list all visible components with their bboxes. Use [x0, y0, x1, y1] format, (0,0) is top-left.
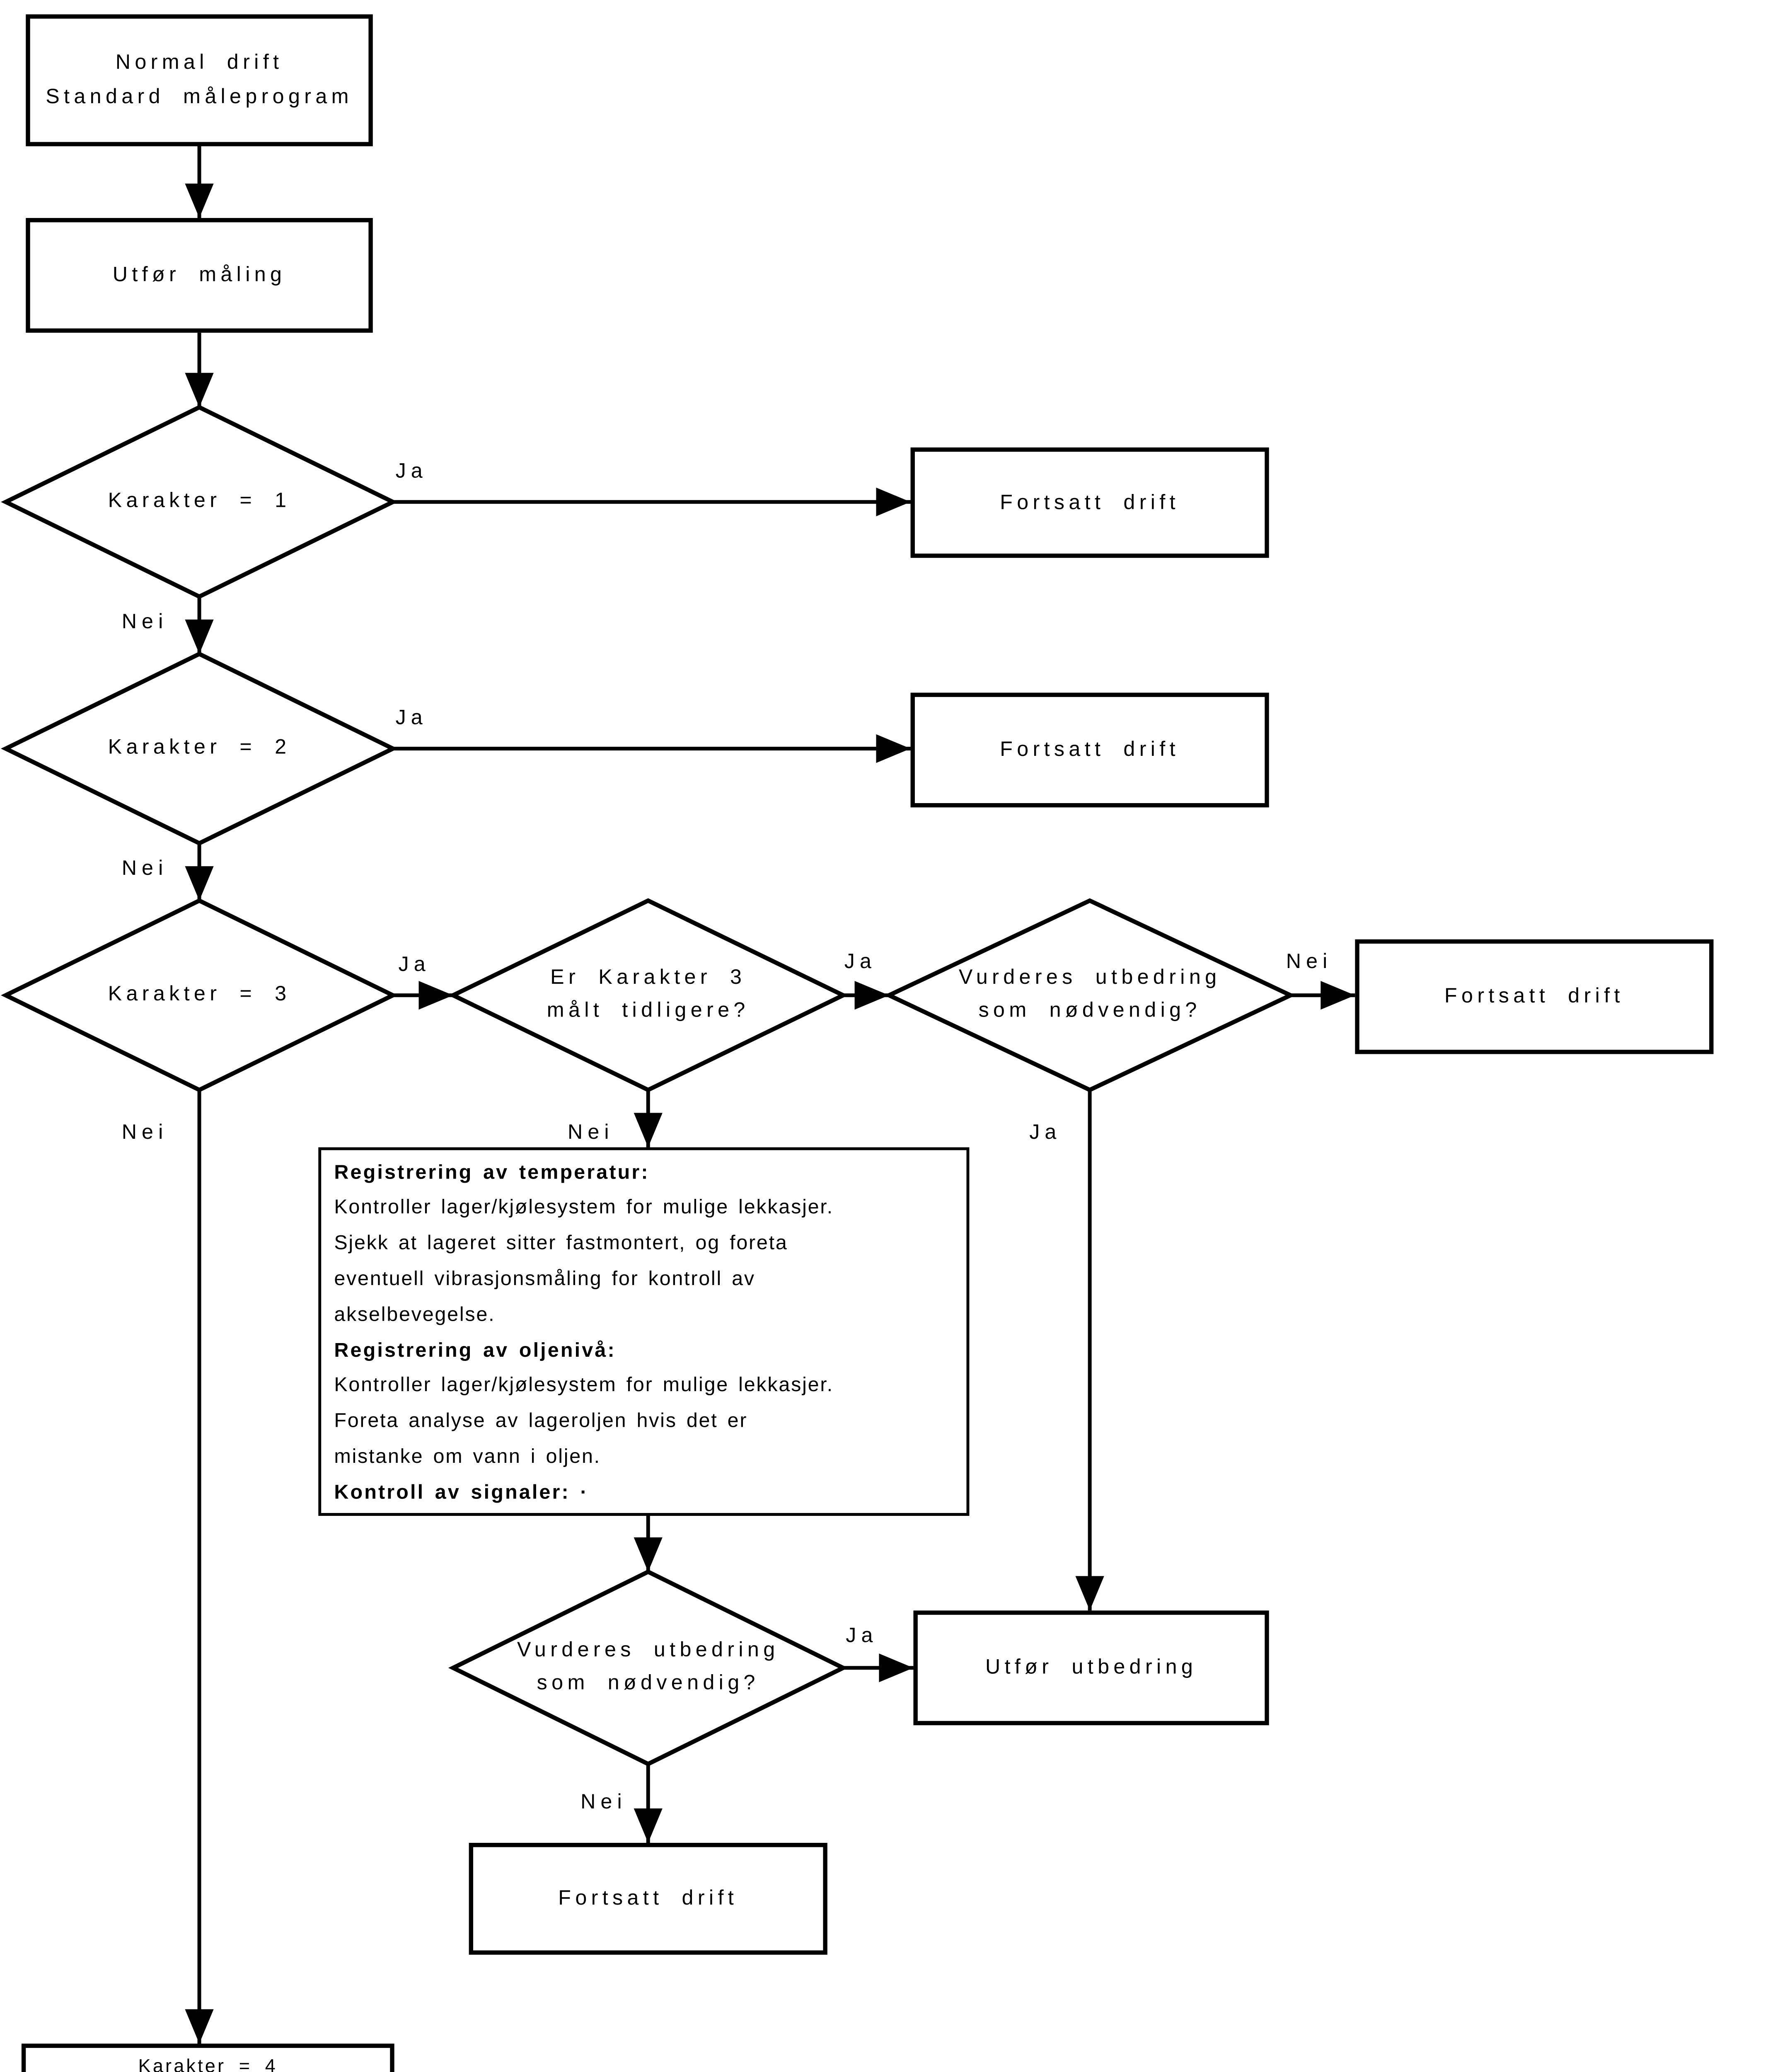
decision5-diamond: [884, 898, 1296, 1092]
registration-line: Kontroller lager/kjølesystem for mulige …: [334, 1195, 834, 1218]
decision2-diamond: [1, 651, 398, 846]
karakter4-box: Karakter = 4 Utfør visuell inspeksjon og…: [21, 2043, 394, 2072]
edge-label-ja-5: Ja: [1029, 1121, 1062, 1145]
arrowhead: [876, 487, 911, 516]
arrowhead: [1321, 981, 1355, 1010]
arrowheads: [185, 183, 1355, 2044]
edge-label-ja-3: Ja: [398, 954, 431, 977]
decision5-line1: Vurderes utbedring: [958, 966, 1221, 990]
decision6-label: Vurderes utbedring som nødvendig?: [517, 1635, 779, 1701]
registration-line: Registrering av temperatur:: [334, 1159, 650, 1183]
decision3-diamond: [1, 898, 398, 1092]
edge-label-nei-6: Nei: [580, 1791, 627, 1814]
arrowhead: [1075, 1576, 1104, 1611]
arrowhead: [185, 2009, 214, 2044]
arrowhead: [854, 981, 889, 1010]
start-box: Normal drift Standard måleprogram: [26, 14, 373, 146]
continue-box-3: Fortsatt drift: [1355, 939, 1714, 1054]
arrowhead: [418, 981, 453, 1010]
edge-label-ja-1: Ja: [395, 460, 428, 484]
arrowhead: [634, 1537, 663, 1572]
arrowhead: [879, 1653, 914, 1682]
registration-box: Registrering av temperatur: Kontroller l…: [318, 1147, 970, 1516]
decision5-line2: som nødvendig?: [978, 1000, 1201, 1023]
continue-label-3: Fortsatt drift: [1444, 985, 1624, 1008]
registration-line: mistanke om vann i oljen.: [334, 1444, 601, 1467]
continue-box-1: Fortsatt drift: [910, 447, 1269, 558]
perform-fix-box: Utfør utbedring: [913, 1610, 1269, 1726]
decision1-diamond: [1, 405, 398, 599]
arrowhead: [185, 373, 214, 407]
arrowhead: [185, 620, 214, 654]
edge-label-ja-6: Ja: [846, 1624, 878, 1648]
decision4-label: Er Karakter 3 målt tidligere?: [547, 962, 750, 1028]
measure-box: Utfør måling: [26, 218, 373, 333]
decision4-line1: Er Karakter 3: [550, 966, 746, 990]
edge-label-ja-2: Ja: [395, 707, 428, 730]
arrowhead: [876, 734, 911, 763]
edge-label-nei-3: Nei: [121, 1121, 168, 1145]
start-line1: Normal drift: [115, 51, 283, 75]
registration-line: Sjekk at lageret sitter fastmontert, og …: [334, 1230, 788, 1254]
arrowhead: [185, 183, 214, 218]
decision6-line2: som nødvendig?: [537, 1672, 759, 1695]
registration-line: Kontroll av signaler: ·: [334, 1479, 589, 1503]
continue-box-2: Fortsatt drift: [910, 692, 1269, 808]
registration-line: Registrering av oljenivå:: [334, 1337, 616, 1360]
edge-label-nei-4: Nei: [567, 1121, 614, 1145]
decision4-line2: målt tidligere?: [547, 1000, 750, 1023]
measure-label: Utfør måling: [112, 264, 286, 287]
edge-label-nei-5: Nei: [1286, 951, 1333, 974]
arrowhead: [185, 866, 214, 901]
edge-label-nei-1: Nei: [121, 611, 168, 634]
arrowhead: [634, 1808, 663, 1843]
continue-label-2: Fortsatt drift: [1000, 738, 1180, 762]
continue-label-4: Fortsatt drift: [558, 1887, 738, 1910]
perform-fix-label: Utfør utbedring: [985, 1656, 1197, 1680]
decision-shapes: [1, 405, 1296, 1767]
start-line2: Standard måleprogram: [46, 86, 353, 109]
registration-line: eventuell vibrasjonsmåling for kontroll …: [334, 1266, 755, 1289]
decision2-label: Karakter = 2: [108, 736, 291, 760]
decision6-line1: Vurderes utbedring: [517, 1639, 779, 1662]
decision3-label: Karakter = 3: [108, 983, 291, 1006]
decision5-label: Vurderes utbedring som nødvendig?: [959, 962, 1221, 1028]
edge-label-nei-2: Nei: [121, 857, 168, 881]
registration-line: Foreta analyse av lageroljen hvis det er: [334, 1408, 748, 1432]
registration-line: akselbevegelse.: [334, 1302, 496, 1325]
decision1-label: Karakter = 1: [108, 489, 291, 513]
decision6-diamond: [448, 1569, 848, 1767]
arrowhead: [634, 1113, 663, 1147]
continue-box-4: Fortsatt drift: [469, 1842, 827, 1955]
decision4-diamond: [448, 898, 848, 1092]
registration-line: Kontroller lager/kjølesystem for mulige …: [334, 1372, 834, 1396]
edge-label-ja-4: Ja: [844, 951, 877, 974]
continue-label-1: Fortsatt drift: [1000, 491, 1180, 514]
karakter4-line: Karakter = 4: [138, 2055, 278, 2072]
edge-lines: [197, 143, 1355, 2044]
